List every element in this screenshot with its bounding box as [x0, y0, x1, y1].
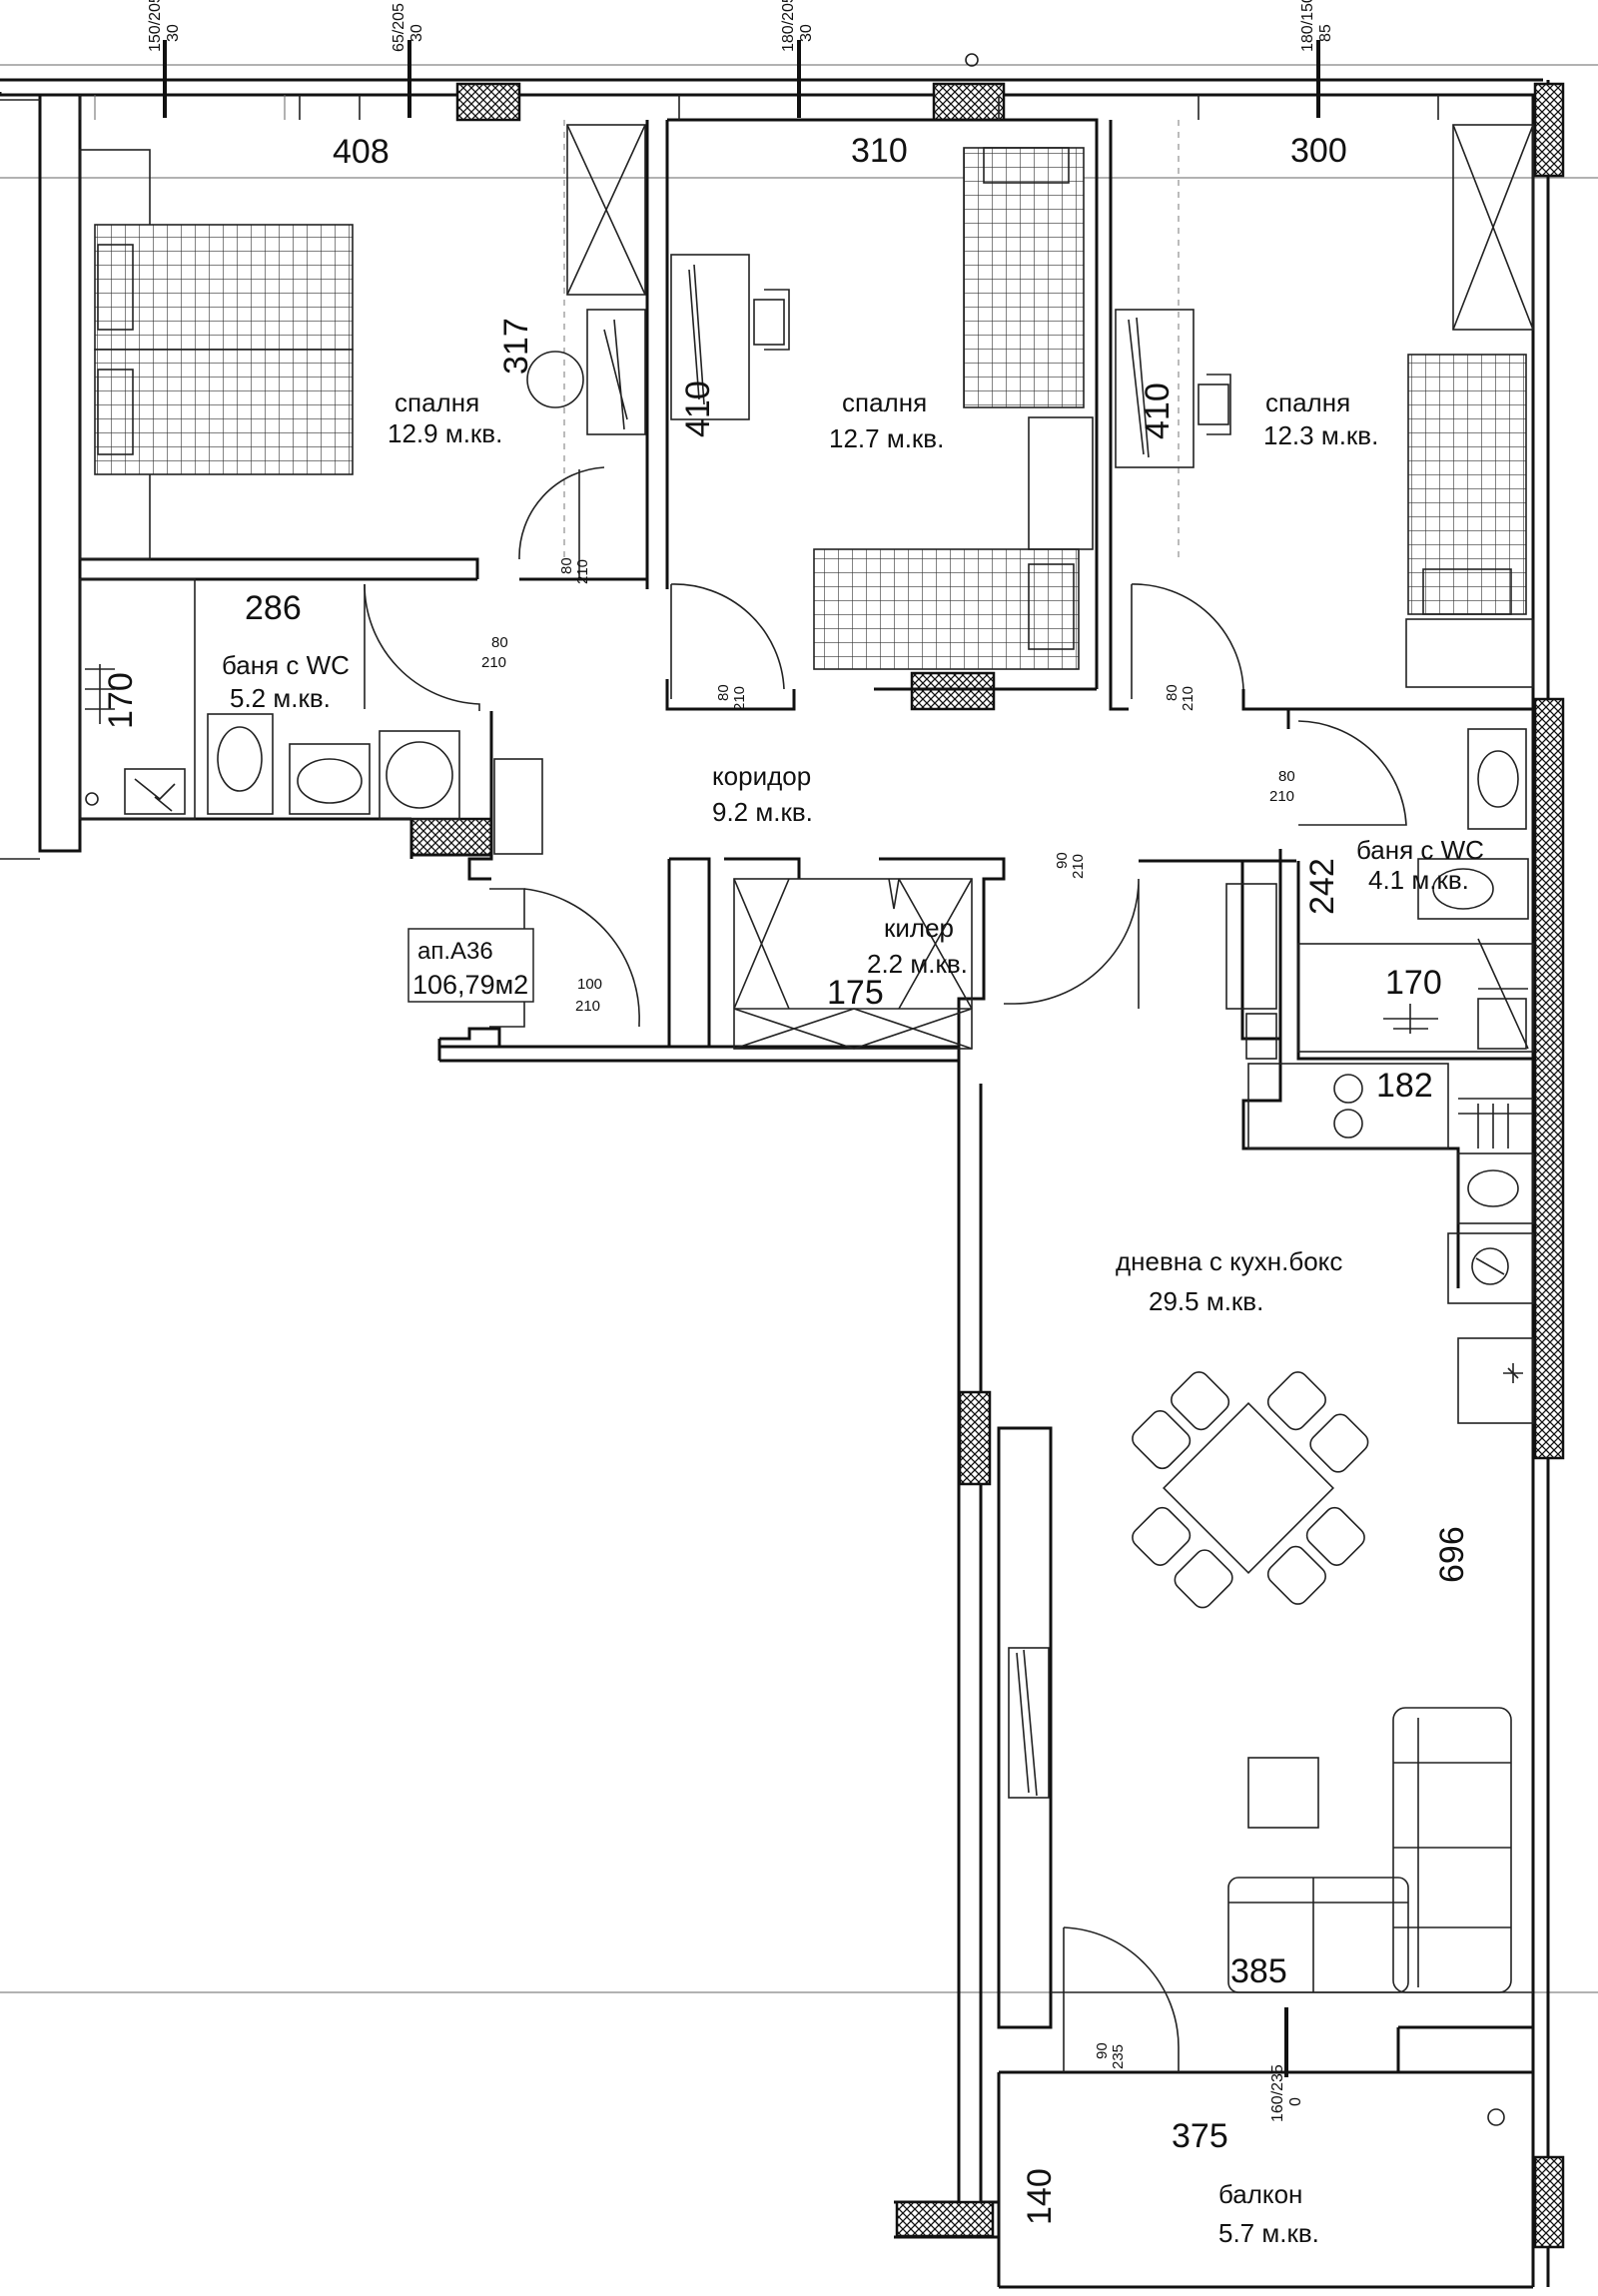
bath1-area: 5.2 м.кв.	[230, 683, 331, 713]
door3-bottom: 210	[731, 686, 748, 711]
window2-bottom: 30	[408, 24, 425, 42]
door6-top: 90	[1054, 852, 1071, 869]
corridor-name: коридор	[712, 761, 811, 791]
living-area: 29.5 м.кв.	[1149, 1286, 1263, 1316]
living-name: дневна с кухн.бокс	[1116, 1246, 1342, 1276]
dim-408: 408	[333, 133, 390, 171]
dim-182: 182	[1376, 1067, 1433, 1105]
corridor-area: 9.2 м.кв.	[712, 797, 813, 827]
storage-area: 2.2 м.кв.	[867, 949, 968, 979]
bath2-furniture	[1297, 728, 1534, 1053]
interior-walls	[80, 118, 1533, 2072]
door4-top: 80	[1164, 684, 1181, 701]
door3-top: 80	[715, 684, 732, 701]
door7-top: 100	[577, 976, 602, 993]
kitchen-furniture	[1225, 883, 1534, 1424]
dim-286: 286	[245, 589, 302, 627]
dim-385: 385	[1230, 1952, 1287, 1990]
door2-top: 80	[491, 634, 508, 651]
dim-300: 300	[1290, 132, 1347, 170]
bedroom2-name: спалня	[842, 387, 927, 417]
bedroom1-area: 12.9 м.кв.	[388, 418, 502, 448]
storage-name: килер	[884, 913, 954, 943]
dim-175: 175	[827, 974, 884, 1012]
dim-140: 140	[1021, 2168, 1059, 2225]
apartment-label-box	[407, 928, 534, 1003]
bath2-name: баня с WC	[1356, 835, 1484, 865]
dining-set	[1132, 1371, 1369, 1609]
bath2-area: 4.1 м.кв.	[1368, 865, 1469, 895]
dim-170-b: 170	[1385, 964, 1442, 1002]
door8-top: 90	[1094, 2042, 1111, 2059]
window1-bottom: 30	[165, 24, 182, 42]
window2-top: 65/205	[391, 3, 407, 52]
window3-bottom: 30	[798, 24, 815, 42]
bedroom1-furniture	[79, 124, 646, 560]
dim-375: 375	[1172, 2117, 1228, 2155]
window-marks	[79, 40, 1439, 2077]
dim-310: 310	[851, 132, 908, 170]
window4-top: 180/150	[1299, 0, 1316, 52]
bath1-name: баня с WC	[222, 650, 350, 680]
bedroom3-furniture	[1115, 124, 1534, 688]
bedroom3-area: 12.3 м.кв.	[1263, 420, 1378, 450]
window1-top: 150/205	[147, 0, 164, 52]
bedroom2-area: 12.7 м.кв.	[829, 423, 944, 453]
bath1-furniture	[79, 578, 543, 855]
apartment-label: ап.А36	[417, 938, 493, 965]
door5-bottom: 210	[1269, 788, 1294, 805]
apartment-area: 106,79м2	[412, 970, 528, 1000]
living-furniture	[1008, 1647, 1512, 2126]
door5-top: 80	[1278, 768, 1295, 785]
door1-top: 80	[558, 557, 575, 574]
bedroom1-name: спалня	[395, 387, 479, 417]
structural-columns	[409, 82, 1565, 2249]
window5-bottom: 0	[1287, 2097, 1304, 2106]
bedroom2-furniture	[670, 147, 1094, 670]
bedroom3-name: спалня	[1265, 387, 1350, 417]
door8-bottom: 235	[1110, 2044, 1127, 2069]
dim-317: 317	[497, 318, 535, 375]
door1-bottom: 210	[574, 559, 591, 584]
door7-bottom: 210	[575, 998, 600, 1015]
dim-696: 696	[1433, 1526, 1471, 1583]
dim-170-a: 170	[102, 672, 140, 729]
window3-top: 180/205	[780, 0, 797, 52]
window4-bottom: 85	[1317, 24, 1334, 42]
balcony-name: балкон	[1218, 2179, 1302, 2209]
storage-furniture	[733, 878, 973, 1050]
labels: спалня 12.9 м.кв. спалня 12.7 м.кв. спал…	[102, 0, 1484, 2248]
door2-bottom: 210	[481, 654, 506, 671]
balcony-area: 5.7 м.кв.	[1218, 2218, 1319, 2248]
dim-410-b: 410	[1139, 383, 1177, 439]
door4-bottom: 210	[1180, 686, 1197, 711]
door6-bottom: 210	[1070, 854, 1087, 879]
window5-top: 160/235	[1269, 2064, 1286, 2122]
dim-410-a: 410	[679, 381, 717, 437]
dim-242: 242	[1303, 858, 1341, 915]
